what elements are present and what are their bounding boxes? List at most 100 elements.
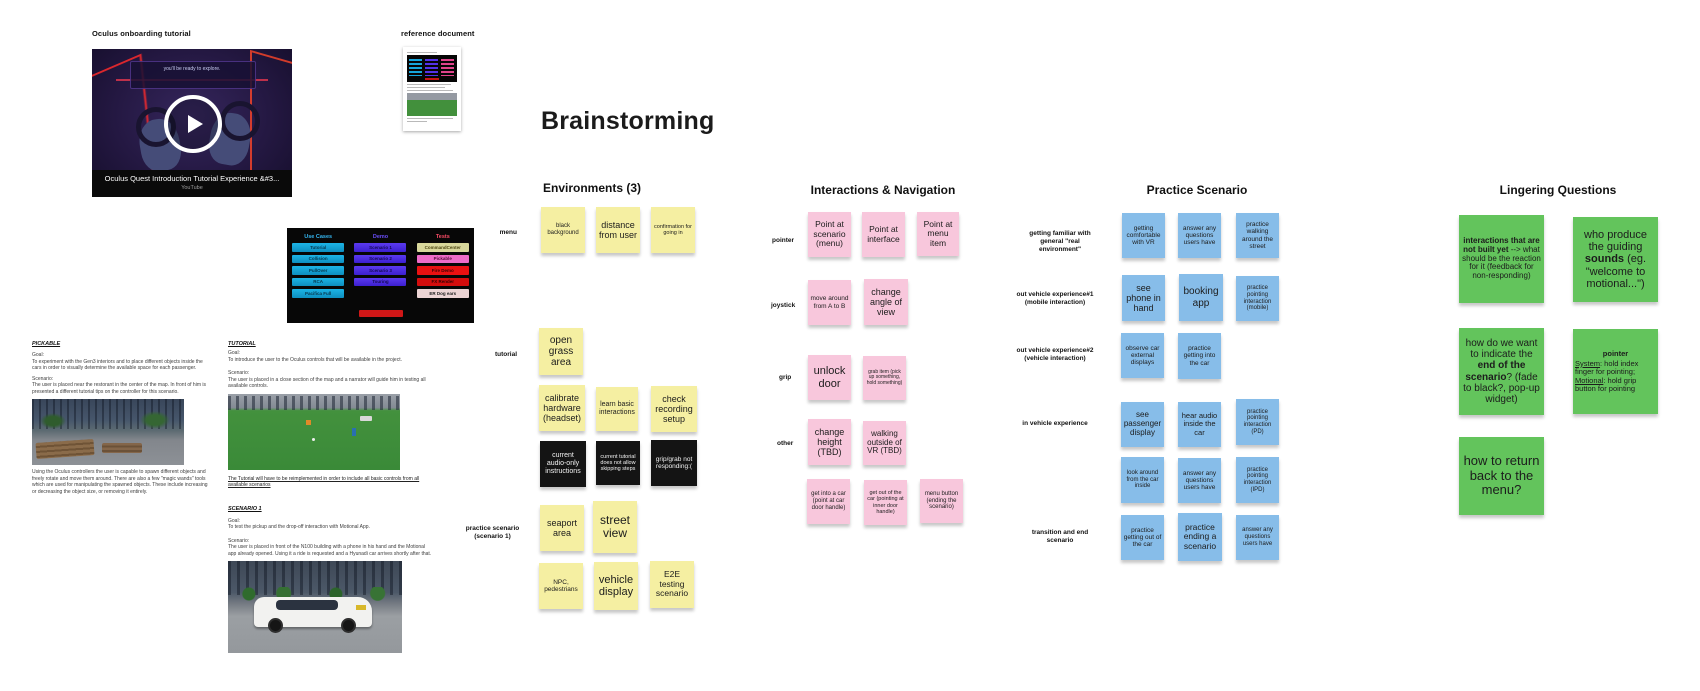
tutorial-screenshot [228, 393, 400, 470]
sticky-note[interactable]: how do we want to indicate the end of th… [1459, 328, 1544, 415]
sticky-note[interactable]: practice pointing interaction (IPD) [1236, 457, 1279, 503]
sticky-note[interactable]: who produce the guiding sounds (eg. "wel… [1573, 217, 1658, 302]
sticky-note[interactable]: Point at scenario (menu) [808, 212, 851, 257]
board-title[interactable]: Brainstorming [541, 107, 715, 135]
sticky-note[interactable]: getting comfortable with VR [1122, 213, 1165, 258]
row-label-menu[interactable]: menu [499, 229, 517, 236]
sticky-note[interactable]: distance from user [596, 207, 640, 253]
menu-col-use-cases: Use Cases Tutorial Collision PullOver RC… [292, 234, 345, 323]
sticky-note[interactable]: practice pointing interaction (PD) [1236, 399, 1279, 445]
sticky-note[interactable]: how to return back to the menu? [1459, 437, 1544, 515]
sticky-note[interactable]: practice getting out of the car [1121, 515, 1164, 560]
sticky-note[interactable]: look around from the car inside [1121, 457, 1164, 503]
pickable-doc[interactable]: PICKABLE Goal: To experiment with the Ge… [32, 341, 210, 495]
underlined-text: System [1575, 358, 1601, 368]
sticky-note[interactable]: calibrate hardware (headset) [539, 385, 585, 431]
row-label-grip[interactable]: grip [779, 374, 792, 381]
sticky-note[interactable]: learn basic interactions [596, 387, 638, 431]
sticky-note[interactable]: answer any questions users have [1178, 458, 1221, 503]
sticky-note[interactable]: change angle of view [864, 279, 908, 325]
column-header-environments[interactable]: Environments (3) [543, 181, 642, 195]
video-thumbnail[interactable]: you'll be ready to explore. Oculus Quest… [92, 49, 292, 197]
sticky-note[interactable]: move around from A to B [808, 280, 851, 325]
van-shape [360, 415, 372, 421]
play-icon[interactable] [164, 95, 222, 153]
reference-doc-thumbnail[interactable] [403, 47, 461, 131]
sticky-note[interactable]: pointer System: hold index finger for po… [1573, 329, 1658, 414]
dot-shape [312, 437, 315, 441]
row-label-tutorial[interactable]: tutorial [494, 351, 517, 358]
menu-header-demo: Demo [372, 234, 389, 240]
row-label-in-vehicle[interactable]: in vehicle experience [1022, 420, 1088, 427]
sticky-note[interactable]: answer any questions users have [1236, 515, 1279, 560]
sticky-note[interactable]: grip/grab not responding:( [651, 440, 697, 486]
sticky-note[interactable]: practice walking around the street [1236, 213, 1279, 258]
sticky-note[interactable]: see passenger display [1121, 402, 1164, 447]
menu-header-use-cases: Use Cases [304, 234, 333, 240]
doc-text-line [407, 86, 445, 88]
sticky-note[interactable]: current tutorial does not allow skipping… [596, 441, 640, 485]
column-header-interactions[interactable]: Interactions & Navigation [810, 183, 956, 197]
goal-label: Goal: [228, 517, 240, 524]
sticky-note[interactable]: current audio-only instructions [540, 441, 586, 487]
tree-shape [140, 411, 170, 430]
sticky-note[interactable]: grab item (pick up something, hold somet… [863, 356, 906, 400]
sticky-note[interactable]: practice ending a scenario [1178, 513, 1222, 561]
video-title-bar: Oculus Quest Introduction Tutorial Exper… [92, 170, 292, 197]
menu-button: Pickable [416, 254, 469, 263]
column-header-practice[interactable]: Practice Scenario [1146, 183, 1248, 197]
row-label-transition-end[interactable]: transition and end scenario [1031, 529, 1089, 545]
sticky-note[interactable]: walking outside of VR (TBD) [863, 421, 906, 465]
sticky-note[interactable]: Point at menu item [917, 212, 959, 256]
car-wheel [268, 618, 283, 634]
column-header-lingering[interactable]: Lingering Questions [1499, 183, 1617, 197]
sticky-note[interactable]: open grass area [539, 328, 583, 375]
cone-shape [306, 419, 311, 425]
sticky-note[interactable]: booking app [1179, 274, 1223, 321]
sticky-note[interactable]: get out of the car (pointing at inner do… [864, 480, 907, 525]
goal-text: To experiment with the Gen3 interiors an… [32, 358, 203, 372]
menu-button: RCA [292, 277, 345, 286]
sticky-note[interactable]: black background [541, 207, 585, 253]
sticky-note[interactable]: check recording setup [651, 386, 697, 432]
sticky-note[interactable]: NPC, pedestrians [539, 563, 583, 609]
row-label-getting-familiar[interactable]: getting familiar with general "real envi… [1029, 230, 1091, 254]
bench-shape [102, 443, 142, 454]
menu-col-tests: Tests CommandCenter Pickable Fire Demo F… [416, 234, 469, 323]
car-wheel [341, 618, 356, 634]
sticky-note[interactable]: answer any questions users have [1178, 213, 1221, 258]
sticky-note[interactable]: see phone in hand [1122, 275, 1165, 321]
row-label-joystick[interactable]: joystick [771, 302, 796, 309]
sticky-note[interactable]: unlock door [808, 355, 851, 400]
menu-header-tests: Tests [435, 234, 450, 240]
sticky-note[interactable]: Point at interface [862, 212, 905, 257]
reference-doc-label[interactable]: reference document [401, 29, 475, 38]
row-label-practice-scenario[interactable]: practice scenario (scenario 1) [465, 525, 520, 541]
sticky-note[interactable]: get into a car (point at car door handle… [807, 479, 850, 524]
sticky-note[interactable]: E2E testing scenario [650, 561, 694, 608]
tutorial-note: The Tutorial will have to be reimplement… [228, 475, 420, 489]
video-label[interactable]: Oculus onboarding tutorial [92, 29, 191, 38]
scenario-label: Scenario: [228, 370, 250, 377]
row-label-pointer[interactable]: pointer [772, 237, 795, 244]
row-label-out-vehicle-2[interactable]: out vehicle experience#2 (vehicle intera… [1016, 347, 1094, 363]
menu-col-demo: Demo Scenario 1 Scenario 2 Scenario 3 To… [354, 234, 407, 323]
sticky-note[interactable]: vehicle display [594, 562, 638, 610]
row-label-other[interactable]: other [777, 440, 794, 447]
goal-text: To test the pickup and the drop-off inte… [228, 524, 370, 531]
sticky-note[interactable]: observe car external displays [1121, 333, 1164, 378]
sticky-note[interactable]: interactions that are not built yet --> … [1459, 215, 1544, 303]
sticky-note[interactable]: practice pointing interaction (mobile) [1236, 276, 1279, 321]
sticky-note[interactable]: street view [593, 501, 637, 553]
tutorial-scenario-doc[interactable]: TUTORIAL Goal: To introduce the user to … [228, 341, 433, 654]
row-label-out-vehicle-1[interactable]: out vehicle experience#1 (mobile interac… [1016, 291, 1094, 307]
sticky-note[interactable]: confirmation for going in [651, 207, 695, 253]
sticky-note[interactable]: menu button (ending the scenario) [920, 479, 963, 523]
menu-screenshot[interactable]: Use Cases Tutorial Collision PullOver RC… [287, 228, 474, 323]
sticky-note[interactable]: change height (TBD) [808, 419, 851, 465]
sticky-note[interactable]: seaport area [540, 505, 584, 551]
sticky-note[interactable]: practice getting into the car [1178, 333, 1221, 379]
sticky-note[interactable]: hear audio inside the car [1178, 402, 1221, 447]
menu-button: Scenario 2 [354, 254, 407, 263]
